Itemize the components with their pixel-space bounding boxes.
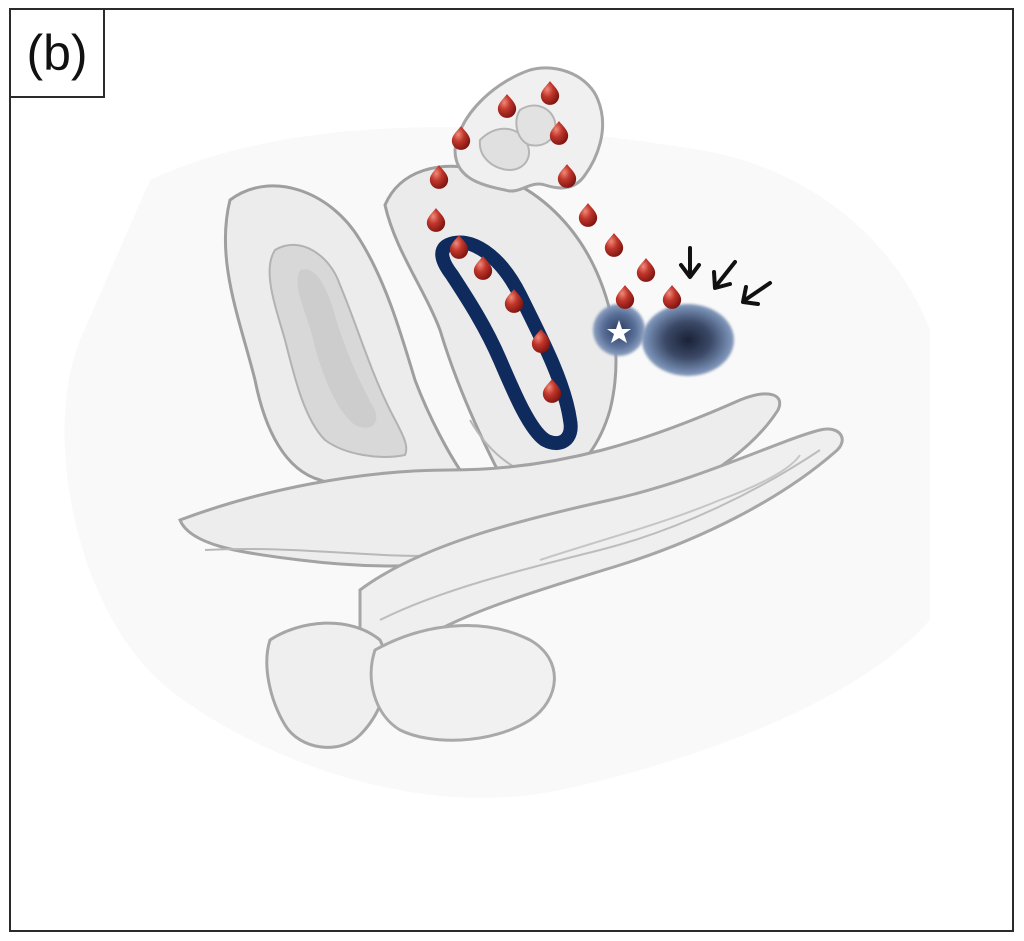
star-icon (607, 320, 631, 343)
bladder (223, 184, 463, 491)
arrows (679, 246, 772, 306)
panel-label: (b) (9, 8, 105, 98)
endometrium-lining (435, 235, 578, 451)
large-nodule (642, 304, 734, 376)
pelvic-floor-structures (178, 392, 844, 749)
fallopian-tube-ovary (453, 66, 605, 193)
arrow-icon (741, 281, 772, 306)
arrow-icon (679, 246, 701, 279)
arrow-icon (712, 260, 737, 290)
